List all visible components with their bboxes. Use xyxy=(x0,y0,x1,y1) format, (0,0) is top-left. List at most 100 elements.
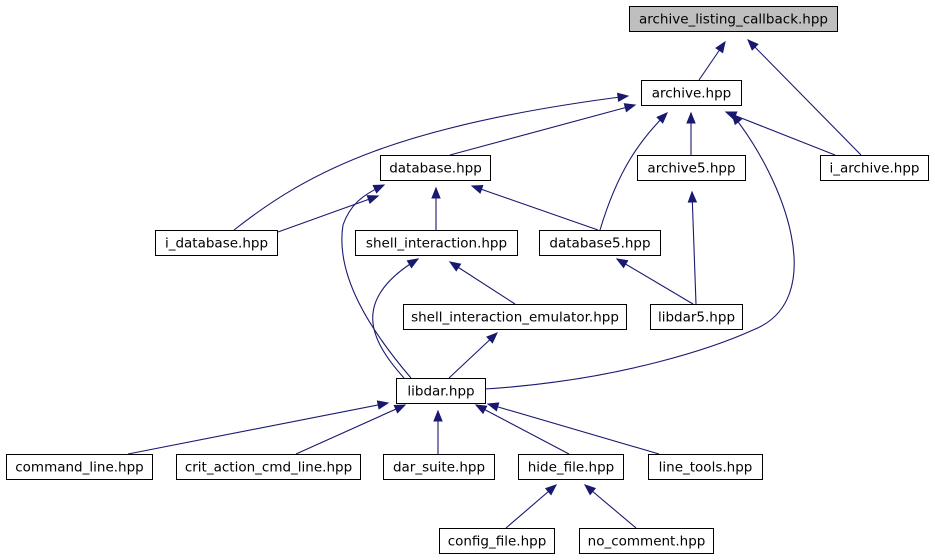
node-label[interactable]: no_comment.hpp xyxy=(588,534,706,550)
edge-arrowhead xyxy=(486,402,500,412)
node-box[interactable] xyxy=(176,454,361,480)
node-box[interactable] xyxy=(641,80,742,106)
edge-database-to-archive xyxy=(449,103,637,156)
edge-arrowhead xyxy=(393,404,407,414)
edge-arrowhead xyxy=(431,186,441,199)
edge-line xyxy=(449,261,516,305)
edge-database5-to-archive xyxy=(599,112,668,231)
node-label[interactable]: command_line.hpp xyxy=(15,460,143,476)
node-box[interactable] xyxy=(629,6,838,32)
node-database[interactable]: database.hpp xyxy=(380,155,491,181)
edge-arrowhead xyxy=(366,195,380,205)
node-label[interactable]: archive_listing_callback.hpp xyxy=(639,12,828,28)
node-label[interactable]: libdar5.hpp xyxy=(658,310,735,326)
edge-line xyxy=(616,258,694,305)
node-box[interactable] xyxy=(396,378,486,404)
edge-libdar-to-database xyxy=(341,184,412,379)
node-database5[interactable]: database5.hpp xyxy=(539,230,661,256)
node-label[interactable]: database.hpp xyxy=(389,161,482,177)
edge-i_database-to-archive xyxy=(233,92,630,231)
node-crit-action-cmd-line[interactable]: crit_action_cmd_line.hpp xyxy=(176,454,361,480)
edge-i_archive-to-archive xyxy=(724,111,836,156)
edge-line xyxy=(747,39,862,156)
node-box[interactable] xyxy=(380,155,491,181)
edge-arrowhead xyxy=(470,184,484,194)
node-box[interactable] xyxy=(650,304,743,330)
edge-line xyxy=(584,484,637,529)
node-box[interactable] xyxy=(637,155,746,181)
edge-shell_interaction-to-database xyxy=(431,186,441,230)
node-label[interactable]: archive5.hpp xyxy=(647,161,735,177)
node-label[interactable]: line_tools.hpp xyxy=(659,460,753,476)
node-box[interactable] xyxy=(439,528,555,554)
node-label[interactable]: i_archive.hpp xyxy=(829,161,919,177)
node-box[interactable] xyxy=(403,304,627,330)
edge-line xyxy=(233,95,629,231)
edge-arrowhead xyxy=(615,258,629,269)
node-label[interactable]: crit_action_cmd_line.hpp xyxy=(185,460,352,476)
edge-i_archive-to-archive_listing_callback xyxy=(747,39,862,156)
edge-no_comment-to-hide_file xyxy=(583,484,637,529)
node-archive-listing-callback[interactable]: archive_listing_callback.hpp xyxy=(629,6,838,32)
edge-arrowhead xyxy=(656,112,668,124)
node-i-archive[interactable]: i_archive.hpp xyxy=(820,155,929,181)
node-box[interactable] xyxy=(820,155,929,181)
edge-arrowhead xyxy=(486,332,498,344)
node-archive[interactable]: archive.hpp xyxy=(641,80,742,106)
edge-line xyxy=(448,332,498,379)
edge-line xyxy=(277,195,379,233)
node-label[interactable]: shell_interaction_emulator.hpp xyxy=(411,310,619,326)
edge-libdar5-to-database5 xyxy=(615,258,694,305)
edge-archive-to-archive_listing_callback xyxy=(698,40,726,81)
edge-shell_interaction_emulator-to-shell_interaction xyxy=(448,261,516,305)
edge-arrowhead xyxy=(406,258,420,269)
node-label[interactable]: archive.hpp xyxy=(652,86,732,102)
node-libdar[interactable]: libdar.hpp xyxy=(396,378,486,404)
node-command-line[interactable]: command_line.hpp xyxy=(6,454,153,480)
node-label[interactable]: i_database.hpp xyxy=(165,236,268,252)
node-dar-suite[interactable]: dar_suite.hpp xyxy=(383,454,495,480)
edge-arrowhead xyxy=(747,39,759,51)
edge-crit_action_cmd_line-to-libdar xyxy=(295,404,407,455)
edge-database5-to-database xyxy=(470,184,599,231)
node-hide-file[interactable]: hide_file.hpp xyxy=(518,454,624,480)
node-libdar5[interactable]: libdar5.hpp xyxy=(650,304,743,330)
node-label[interactable]: dar_suite.hpp xyxy=(393,460,485,476)
edge-line xyxy=(505,484,557,529)
edge-line xyxy=(471,185,599,231)
edge-config_file-to-hide_file xyxy=(505,484,558,529)
edge-line xyxy=(725,111,836,156)
node-box[interactable] xyxy=(155,230,278,256)
nodes-layer: archive_listing_callback.hpp archive.hpp d… xyxy=(6,6,929,554)
node-box[interactable] xyxy=(579,528,714,554)
node-shell-interaction-emulator[interactable]: shell_interaction_emulator.hpp xyxy=(403,304,627,330)
edge-hide_file-to-libdar xyxy=(474,404,570,455)
node-box[interactable] xyxy=(6,454,153,480)
node-box[interactable] xyxy=(648,454,763,480)
edge-command_line-to-libdar xyxy=(127,400,390,455)
node-box[interactable] xyxy=(383,454,495,480)
node-archive5[interactable]: archive5.hpp xyxy=(637,155,746,181)
node-box[interactable] xyxy=(539,230,661,256)
node-no-comment[interactable]: no_comment.hpp xyxy=(579,528,714,554)
node-label[interactable]: database5.hpp xyxy=(549,236,650,252)
node-line-tools[interactable]: line_tools.hpp xyxy=(648,454,763,480)
node-label[interactable]: config_file.hpp xyxy=(448,534,547,550)
edge-libdar5-to-archive5 xyxy=(687,190,698,305)
node-i-database[interactable]: i_database.hpp xyxy=(155,230,278,256)
node-box[interactable] xyxy=(355,230,518,256)
node-box[interactable] xyxy=(518,454,624,480)
edge-archive5-to-archive xyxy=(686,111,696,155)
node-config-file[interactable]: config_file.hpp xyxy=(439,528,555,554)
node-label[interactable]: shell_interaction.hpp xyxy=(366,236,507,252)
node-label[interactable]: hide_file.hpp xyxy=(528,460,614,476)
edge-arrowhead xyxy=(433,409,443,422)
edge-line xyxy=(475,404,570,455)
edge-arrowhead xyxy=(372,184,386,194)
edge-line xyxy=(341,184,412,379)
node-label[interactable]: libdar.hpp xyxy=(407,384,474,400)
node-shell-interaction[interactable]: shell_interaction.hpp xyxy=(355,230,518,256)
edge-arrowhead xyxy=(616,92,630,103)
edge-line xyxy=(691,191,697,305)
